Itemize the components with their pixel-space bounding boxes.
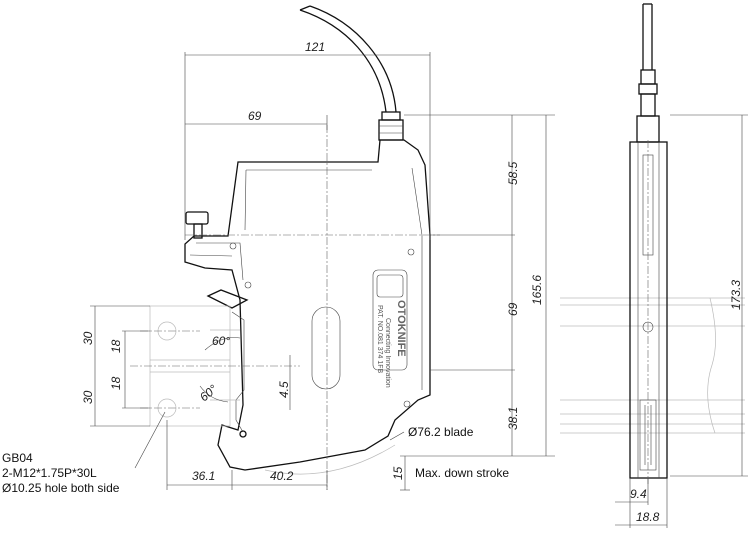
- gb04-line3: Ø10.25 hole both side: [2, 481, 120, 495]
- dim-58-5: 58.5: [506, 161, 520, 185]
- dim-69-right: 69: [506, 302, 520, 316]
- blade-arc: [264, 444, 396, 475]
- cable-gland: [381, 111, 401, 121]
- angle-bottom: 60°: [197, 382, 220, 405]
- dim-40-2: 40.2: [270, 469, 294, 483]
- dim-69-top: 69: [248, 109, 262, 123]
- rail: [560, 297, 745, 434]
- side-body: [629, 141, 668, 479]
- angle-top: 60°: [212, 334, 230, 348]
- dim-4-5: 4.5: [277, 381, 291, 398]
- blade-note: Ø76.2 blade: [408, 425, 474, 439]
- dim-121: 121: [305, 40, 325, 54]
- dim-18-top: 18: [109, 339, 123, 353]
- dim-30-top: 30: [81, 331, 95, 345]
- logo-patent: PAT. NO.081 374 1FB: [376, 305, 383, 374]
- dim-9-4: 9.4: [630, 487, 647, 501]
- gb04-line1: GB04: [2, 451, 33, 465]
- cable: [299, 9, 387, 113]
- logo-subtitle: Connecting Innovation: [384, 318, 391, 388]
- screw-hole: [244, 281, 252, 289]
- dim-165-6: 165.6: [530, 275, 544, 305]
- cutter-guide: [206, 289, 249, 309]
- dim-38-1: 38.1: [506, 407, 520, 430]
- main-body-outline: [184, 139, 431, 471]
- front-dimensions: 121 69 58.5 69 38.1 165.6 15 36.1 40.2: [2, 40, 555, 495]
- side-view: 173.3 9.4 18.8: [560, 3, 748, 528]
- screw-hole: [407, 248, 415, 256]
- dim-18-8: 18.8: [636, 510, 660, 524]
- adjust-knob: [185, 211, 209, 225]
- dim-15: 15: [391, 466, 405, 480]
- gb04-line2: 2-M12*1.75P*30L: [2, 466, 97, 480]
- brand-logo-text: OTOKNIFE: [395, 300, 407, 357]
- dim-36-1: 36.1: [192, 469, 215, 483]
- slot: [311, 306, 341, 390]
- screw-hole: [229, 242, 237, 250]
- dim-173-3: 173.3: [729, 280, 743, 310]
- dim-30-bottom: 30: [81, 390, 95, 404]
- stroke-note: Max. down stroke: [415, 466, 509, 480]
- screw-hole: [403, 400, 411, 408]
- logo-plate: OTOKNIFE Connecting Innovation PAT. NO.0…: [372, 269, 408, 388]
- dim-18-bottom: 18: [109, 376, 123, 390]
- front-view: OTOKNIFE Connecting Innovation PAT. NO.0…: [130, 5, 440, 490]
